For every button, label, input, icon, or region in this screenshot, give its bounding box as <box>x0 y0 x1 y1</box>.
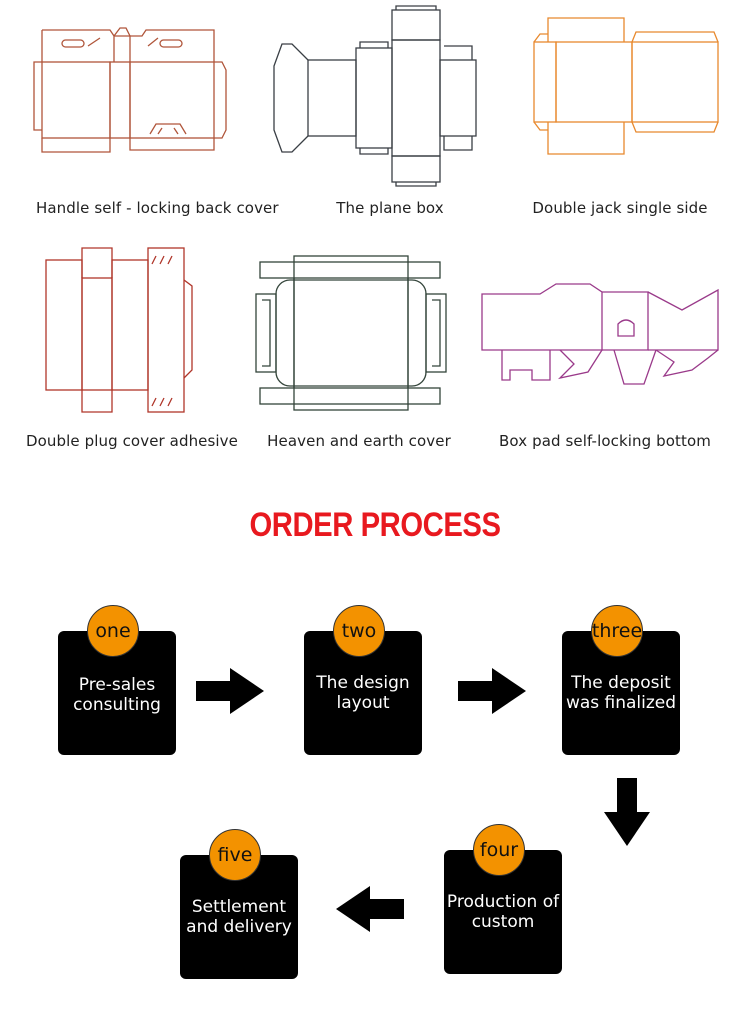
box-diagram-pad-bottom <box>478 280 728 400</box>
pad-bottom-box-dieline-icon <box>481 283 719 385</box>
step-label: Production of custom <box>446 892 560 932</box>
box-diagram-double-jack <box>528 14 728 164</box>
handle-box-dieline-icon <box>33 27 227 153</box>
step-three: three The deposit was finalized <box>562 605 680 755</box>
arrow-right-icon <box>196 668 264 714</box>
step-number-badge: three <box>591 605 643 657</box>
box-caption-double-jack: Double jack single side <box>532 199 708 217</box>
box-caption-double-plug: Double plug cover adhesive <box>25 432 238 450</box>
step-one: one Pre-sales consulting <box>58 605 176 755</box>
step-two: two The design layout <box>304 605 422 755</box>
box-caption-plane: The plane box <box>336 199 444 217</box>
order-process-title: ORDER PROCESS <box>249 506 501 544</box>
step-number-badge: five <box>209 829 261 881</box>
box-caption-handle: Handle self - locking back cover <box>36 199 279 217</box>
step-label: Pre-sales consulting <box>73 675 161 715</box>
step-number-badge: two <box>333 605 385 657</box>
step-five: five Settlement and delivery <box>180 829 298 979</box>
box-diagram-handle <box>30 20 240 160</box>
box-caption-pad-bottom: Box pad self-locking bottom <box>499 432 711 450</box>
box-diagram-heaven-earth <box>254 254 454 414</box>
step-label: Settlement and delivery <box>186 897 292 937</box>
step-label: The deposit was finalized <box>565 673 677 713</box>
box-diagram-double-plug <box>38 246 208 416</box>
arrow-left-icon <box>336 886 404 932</box>
box-diagram-plane <box>270 5 480 188</box>
arrow-down-icon <box>604 778 650 846</box>
double-plug-box-dieline-icon <box>45 247 193 413</box>
plane-box-dieline-icon <box>273 5 477 187</box>
box-caption-heaven-earth: Heaven and earth cover <box>267 432 451 450</box>
step-number-badge: one <box>87 605 139 657</box>
arrow-right-icon <box>458 668 526 714</box>
double-jack-box-dieline-icon <box>533 17 719 155</box>
step-four: four Production of custom <box>444 824 562 974</box>
heaven-earth-box-dieline-icon <box>255 255 447 411</box>
step-label: The design layout <box>316 673 410 713</box>
step-number-badge: four <box>473 824 525 876</box>
